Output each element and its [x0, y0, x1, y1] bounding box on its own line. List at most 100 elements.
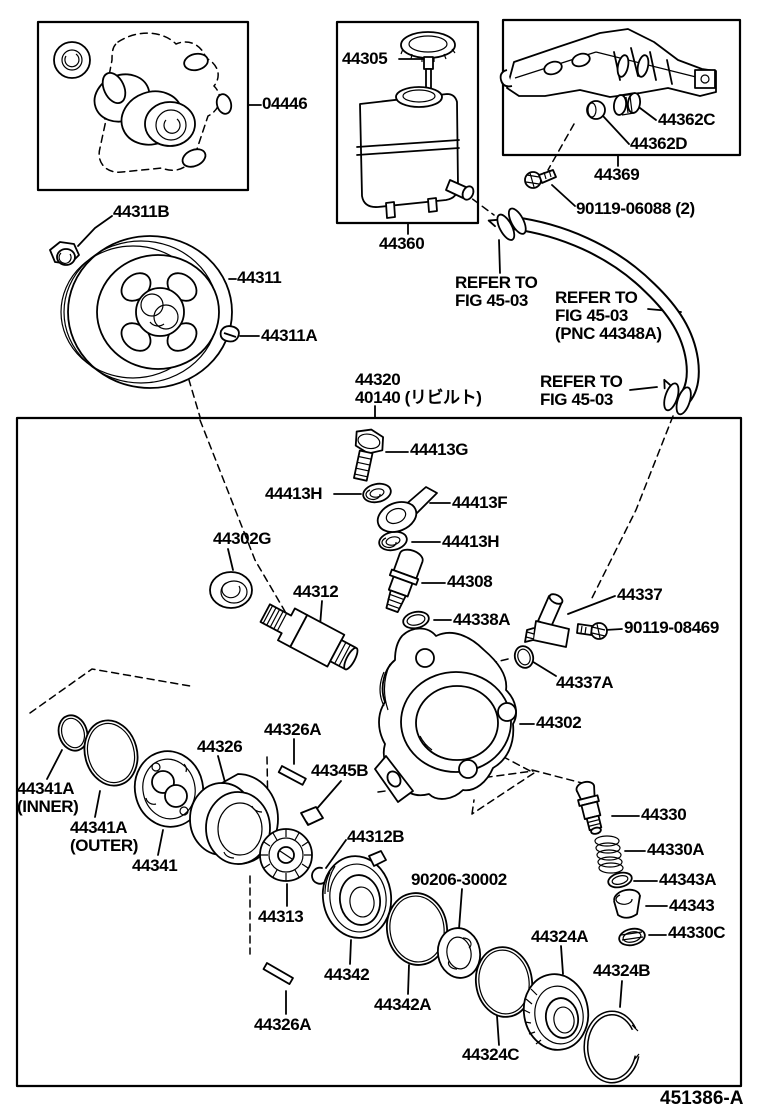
washer-44413h-upper-drawing [362, 482, 392, 504]
callout-44312: 44312 [293, 582, 339, 601]
callout-44362d: 44362D [630, 134, 688, 153]
assembly-line-2: 40140 (リビルト) [355, 388, 482, 408]
callout-refer-fig-upper: REFER TO FIG 45-03 [455, 273, 538, 311]
callout-44342a: 44342A [374, 995, 432, 1014]
oring-44343a-drawing [607, 871, 633, 889]
callout-refer-fig-lower: REFER TO FIG 45-03 [540, 372, 623, 410]
callout-44326a-lower: 44326A [254, 1015, 312, 1034]
oring-44341a-outer-drawing [83, 719, 139, 787]
callout-44413h-lower: 44413H [442, 532, 500, 551]
oring-44338a-drawing [402, 610, 430, 630]
seal-44324a-drawing [522, 973, 590, 1051]
pump-assembly-box [15, 416, 743, 1088]
fitting-44413f-drawing [376, 486, 438, 533]
pin-44345b-drawing [300, 806, 324, 826]
callout-44341a-outer: 44341A (OUTER) [70, 818, 139, 856]
refer-line-3: (PNC 44348A) [555, 324, 662, 344]
callout-90119-08469: 90119-08469 [624, 618, 719, 637]
union-44337-drawing [524, 593, 570, 648]
callout-44302g: 44302G [213, 529, 272, 548]
callout-44345b: 44345B [311, 761, 369, 780]
bracket-box [501, 18, 742, 157]
washer-90206-drawing [436, 927, 482, 979]
callout-44305: 44305 [342, 49, 388, 68]
gasket-kit-box [36, 20, 250, 192]
inner-line-1: 44341A [17, 779, 75, 798]
callout-44343a: 44343A [659, 870, 717, 889]
union-44308-drawing [385, 548, 424, 614]
callout-44312b: 44312B [347, 827, 405, 846]
bracket-drawing [499, 28, 717, 120]
spring-44330a-drawing [594, 835, 624, 874]
oring-44324c-drawing [474, 946, 534, 1018]
washer-44330c-drawing [618, 927, 646, 947]
callout-90206-30002: 90206-30002 [411, 870, 507, 889]
callout-04446: 04446 [262, 94, 308, 113]
snap-ring-44324b-drawing [583, 1010, 640, 1084]
reservoir-box [335, 20, 480, 225]
callout-44338a: 44338A [453, 610, 511, 629]
diagram-code: 451386-A [660, 1088, 744, 1109]
pulley-drawing [60, 235, 233, 389]
housing-44302-drawing [374, 627, 517, 803]
inner-line-2: (INNER) [17, 797, 79, 817]
callout-44342: 44342 [324, 965, 370, 984]
callout-44413g: 44413G [410, 440, 469, 459]
callout-44330a: 44330A [647, 840, 705, 859]
gasket-kit-drawing [53, 32, 233, 173]
reservoir-drawing [356, 31, 475, 219]
refer-line-1: REFER TO [555, 288, 638, 307]
callout-44311b: 44311B [113, 202, 170, 221]
bracket-bolt-drawing [524, 169, 557, 189]
hose-clamp-lower-drawing [663, 378, 692, 416]
callout-44326a-upper: 44326A [264, 720, 322, 739]
seal-44302g-drawing [209, 571, 253, 609]
refer-line-2: FIG 45-03 [540, 390, 613, 410]
callout-44369: 44369 [594, 165, 640, 184]
rotor-44313-drawing [259, 828, 313, 882]
pin-44326a-upper-drawing [277, 765, 307, 786]
valve-44330-drawing [575, 780, 603, 835]
hose-clamp-upper-drawing [487, 207, 527, 241]
shaft-44312-drawing [259, 603, 359, 671]
refer-line-1: REFER TO [540, 372, 623, 391]
callout-44308: 44308 [447, 572, 493, 591]
callout-44330c: 44330C [668, 923, 726, 942]
pulley-nut-drawing [49, 241, 80, 266]
outer-line-2: (OUTER) [70, 836, 139, 856]
callout-44337: 44337 [617, 585, 663, 604]
callout-44362c: 44362C [658, 110, 716, 129]
outer-line-1: 44341A [70, 818, 128, 837]
callout-44341: 44341 [132, 856, 178, 875]
callout-44311a: 44311A [261, 326, 318, 345]
callout-44360: 44360 [379, 234, 425, 253]
oring-44337a-drawing [513, 645, 535, 669]
refer-line-2: FIG 45-03 [555, 306, 628, 326]
callout-44302: 44302 [536, 713, 582, 732]
callout-44324b: 44324B [593, 961, 651, 980]
bolt-08469-drawing [576, 622, 608, 640]
leader-lines [46, 58, 682, 1046]
callout-assembly-44320: 44320 40140 (リビルト) [355, 370, 482, 408]
callout-44326: 44326 [197, 737, 243, 756]
callout-44413f: 44413F [452, 493, 508, 512]
bolt-44413g-drawing [353, 428, 384, 482]
callout-44330: 44330 [641, 805, 687, 824]
refer-line-1: REFER TO [455, 273, 538, 292]
callout-44413h-upper: 44413H [265, 484, 323, 503]
callout-44313: 44313 [258, 907, 304, 926]
assembly-line-1: 44320 [355, 370, 401, 389]
callout-90119-06088: 90119-06088 (2) [576, 199, 695, 218]
oring-44341a-inner-drawing [57, 714, 89, 752]
callout-44324a: 44324A [531, 927, 589, 946]
callout-44343: 44343 [669, 896, 715, 915]
oring-44342a-drawing [385, 892, 449, 966]
refer-line-2: FIG 45-03 [455, 291, 528, 311]
callout-44341a-inner: 44341A (INNER) [17, 779, 79, 817]
seal-44342-drawing [321, 850, 393, 939]
callout-refer-fig-pnc: REFER TO FIG 45-03 (PNC 44348A) [555, 288, 662, 344]
callout-44311: 44311 [237, 268, 282, 287]
callout-44324c: 44324C [462, 1045, 520, 1064]
